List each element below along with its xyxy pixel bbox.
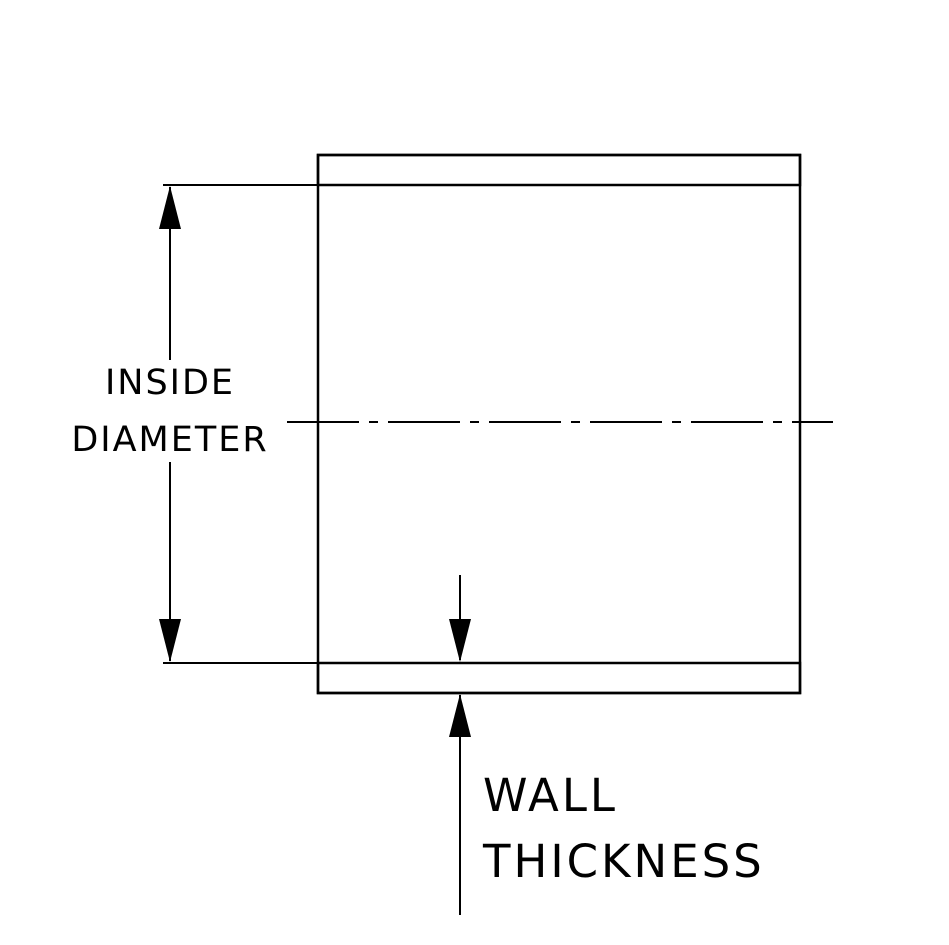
top-wall-hatched — [316, 153, 802, 187]
wall-thickness-dimension: WALL THICKNESS — [449, 575, 765, 915]
tube-section — [287, 153, 833, 695]
tube-body-outline — [316, 153, 802, 695]
wall-thickness-label-line2: THICKNESS — [482, 835, 765, 888]
arrowhead-up-icon — [159, 186, 181, 229]
arrowhead-down-icon — [159, 619, 181, 662]
wall-thickness-label-line1: WALL — [483, 769, 618, 822]
wall-thickness-arrow-down-icon — [449, 619, 471, 662]
inside-diameter-dimension: INSIDE DIAMETER — [71, 184, 318, 664]
inside-diameter-label-line2: DIAMETER — [71, 420, 268, 460]
inside-diameter-label-line1: INSIDE — [105, 363, 235, 403]
bottom-wall-hatched — [316, 661, 802, 695]
